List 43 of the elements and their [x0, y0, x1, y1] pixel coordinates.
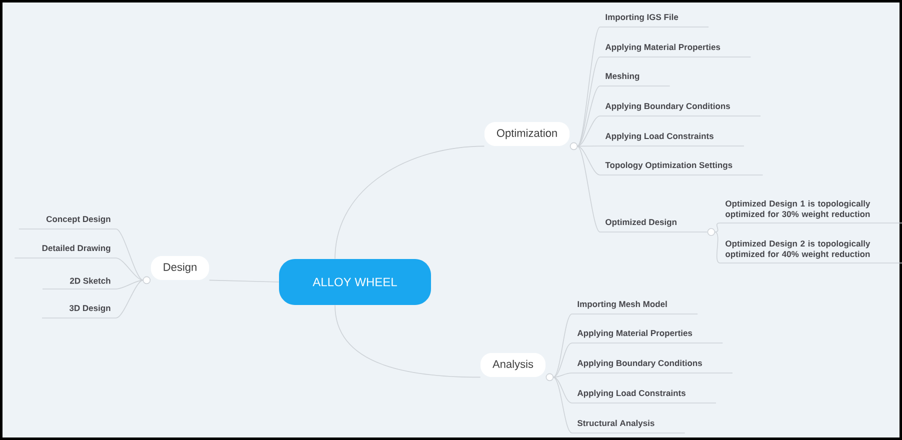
branch-line — [116, 228, 144, 281]
branch-line — [334, 146, 485, 260]
subtopic-label: Applying Load Constraints — [572, 390, 716, 404]
branch-line — [116, 280, 144, 290]
branch-line — [116, 280, 144, 318]
branch-line — [208, 280, 280, 282]
subtopic-label: Optimized Design — [600, 218, 716, 236]
branch-line — [576, 26, 600, 147]
branch-line — [116, 258, 144, 281]
subtopic-label: Importing Mesh Model — [572, 300, 698, 314]
branch-line — [552, 342, 572, 378]
subtopic-label: Topology Optimization Settings — [600, 162, 764, 176]
branch-line — [552, 314, 572, 378]
subtopic-label: Applying Boundary Conditions — [572, 360, 733, 374]
subtopic-label: Applying Boundary Conditions — [600, 102, 761, 116]
subtopic-label: 2D Sketch — [42, 278, 116, 290]
subtopic-label: Applying Load Constraints — [600, 132, 744, 146]
branch-line — [576, 86, 600, 147]
subtopic-label: Optimized Design 2 is topologically optimized for 40% weight reduction — [720, 240, 902, 264]
subtopic-label: Structural Analysis — [572, 420, 686, 434]
branch-line — [714, 232, 720, 264]
branch-line — [552, 372, 572, 378]
topic-box: Optimization — [484, 122, 578, 150]
subtopic-label: Applying Material Properties — [572, 330, 724, 344]
central-topic-box: ALLOY WHEEL — [279, 259, 431, 305]
subtopic-label: Concept Design — [18, 216, 116, 230]
branch-line — [576, 146, 600, 147]
branch-line — [552, 376, 572, 434]
subtopic-label: Detailed Drawing — [14, 244, 116, 258]
branch-line — [576, 146, 600, 232]
topic-box: Design — [142, 256, 210, 284]
branch-line — [334, 304, 481, 378]
branch-line — [552, 376, 572, 404]
branch-line — [576, 116, 600, 147]
subtopic-label: Optimized Design 1 is topologically optimized for 30% weight reduction — [720, 200, 902, 224]
subtopic-label: 3D Design — [42, 304, 116, 318]
branch-line — [576, 56, 600, 147]
subtopic-label: Importing IGS File — [600, 14, 709, 28]
branch-line — [576, 146, 600, 176]
topic-box: Analysis — [480, 353, 554, 382]
subtopic-label: Meshing — [600, 72, 670, 86]
branch-line — [714, 222, 720, 232]
subtopic-label: Applying Material Properties — [600, 44, 752, 58]
